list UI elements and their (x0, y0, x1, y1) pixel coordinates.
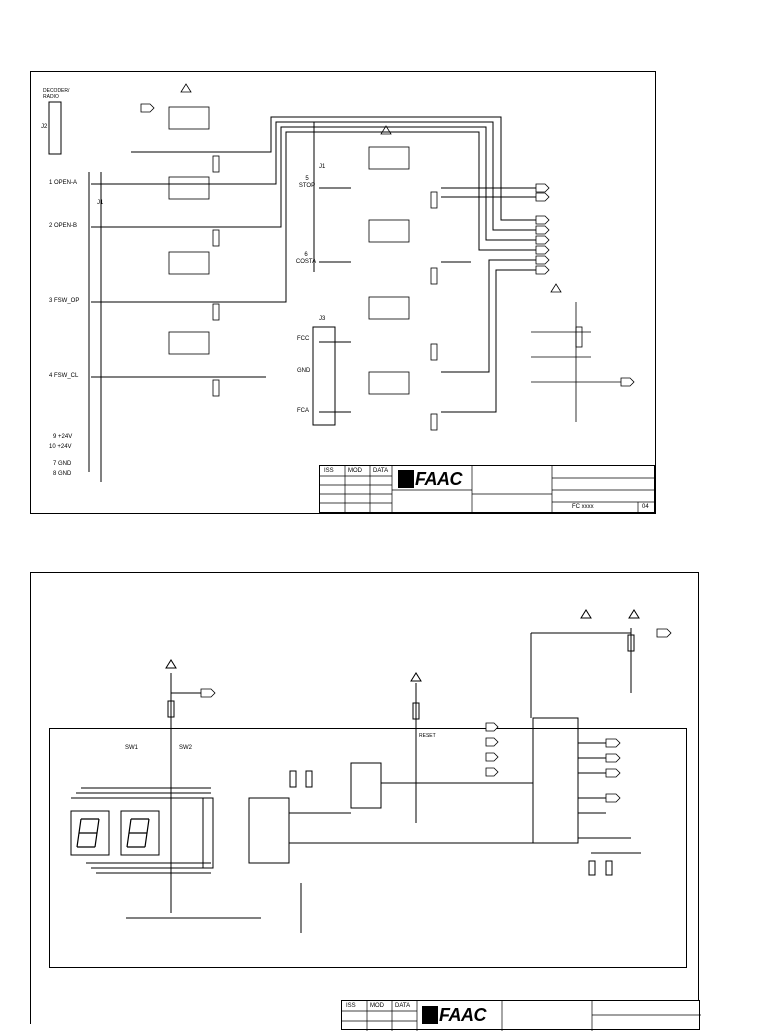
limit-pin-fcc: FCC (297, 336, 310, 342)
faac-logo-2: FAAC (422, 1005, 487, 1026)
connector-j3-label: J3 (319, 316, 326, 322)
drawing-code: FC xxxx (572, 504, 594, 510)
title-block: ISS MOD DATA FAAC FC xxxx 04 (319, 465, 656, 514)
power-pin: 10 +24V (49, 444, 72, 450)
title-mod: MOD (348, 468, 362, 474)
faac-logo-icon (422, 1006, 438, 1024)
input-pin-fsw-op: 3 FSW_OP (49, 298, 80, 304)
faac-logo: FAAC (398, 469, 463, 490)
schematic-sheet-1: DECODER/ RADIO J2 J1 1 OPEN-A 2 OPEN-B 3… (30, 71, 656, 514)
power-pin: 8 GND (53, 471, 72, 477)
switch-sw1-label: SW1 (125, 745, 139, 751)
schematic-sheet-2: SW1 SW2 RESET ISS MOD DATA FAAC (30, 572, 701, 1031)
decoder-label: DECODER/ RADIO (43, 88, 70, 100)
limit-pin-fca: FCA (297, 408, 309, 414)
title-data: DATA (373, 468, 389, 474)
connector-j2-label: J2 (41, 124, 48, 130)
power-pin: 7 GND (53, 461, 72, 467)
input-pin-open-a: 1 OPEN-A (49, 180, 78, 186)
drawing-rev: 04 (642, 504, 649, 510)
switch-sw2-label: SW2 (179, 745, 193, 751)
power-pin: 9 +24V (53, 434, 73, 440)
connector-j1-label: J1 (97, 200, 104, 206)
title2-data: DATA (395, 1003, 411, 1009)
title2-iss: ISS (346, 1003, 356, 1009)
connector-j1-right-label: J1 (319, 164, 326, 170)
schematic-1-drawing (48, 83, 635, 482)
title-block-2: ISS MOD DATA FAAC (341, 1000, 701, 1031)
reset-label: RESET (419, 733, 436, 739)
limit-pin-gnd: GND (297, 368, 311, 374)
input-pin-fsw-cl: 4 FSW_CL (49, 373, 79, 379)
title-iss: ISS (324, 468, 334, 474)
input-pin-open-b: 2 OPEN-B (49, 223, 78, 229)
schematic-2-inner-frame (49, 728, 687, 968)
schematic-2-drawing (70, 609, 672, 933)
faac-logo-icon (398, 470, 414, 488)
title2-mod: MOD (370, 1003, 384, 1009)
